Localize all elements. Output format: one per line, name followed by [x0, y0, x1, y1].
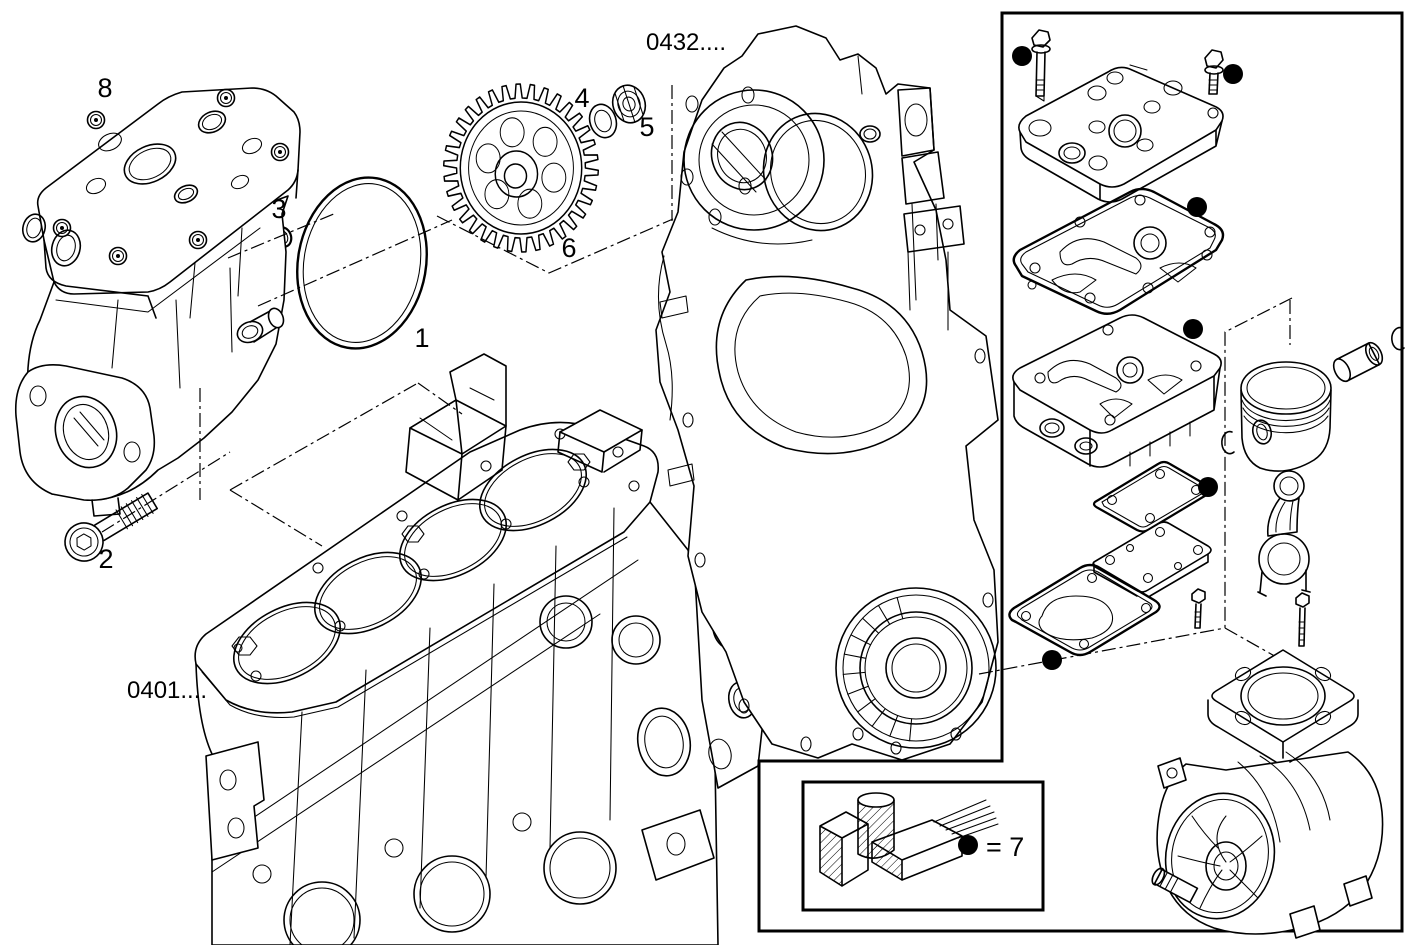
kit-circlip-right — [1391, 326, 1405, 351]
timing-gear-case-drawing — [655, 25, 999, 761]
kit-marker-dot — [1187, 197, 1207, 217]
head-ports — [85, 110, 263, 204]
case-upper-opening — [762, 112, 874, 232]
drive-gear[interactable] — [442, 83, 600, 253]
callout-1[interactable]: 1 — [414, 323, 429, 353]
kit-head-gasket — [1012, 187, 1225, 315]
kit-marker-dot — [1183, 319, 1203, 339]
kit-crankcase — [1151, 649, 1384, 939]
crank-hub-fan — [842, 596, 913, 742]
legend-text: = 7 — [986, 832, 1024, 862]
kit-valve-plate — [1012, 314, 1222, 468]
gear-teeth — [442, 83, 600, 253]
deck-holes — [231, 428, 640, 682]
callout-5[interactable]: 5 — [639, 112, 654, 142]
kit-connecting-rod — [1257, 470, 1311, 597]
block-foot — [205, 741, 265, 861]
kit-bolt-short — [1204, 49, 1224, 95]
gear-nut[interactable] — [608, 81, 650, 127]
construction-lines — [101, 85, 1311, 677]
block-liner-arcs — [252, 812, 617, 945]
gasket-kit-packages — [819, 792, 999, 887]
kit-piston — [1240, 361, 1332, 472]
seal-ring[interactable] — [284, 167, 440, 359]
callout-4[interactable]: 4 — [574, 83, 589, 113]
outlet-stub — [236, 307, 285, 344]
head-screws — [52, 88, 290, 266]
crank-opening — [835, 587, 997, 755]
legend-border — [801, 780, 1045, 912]
kit-small-bolts — [1191, 588, 1310, 647]
kit-cover-plate — [1092, 521, 1212, 597]
side-ports — [21, 213, 82, 267]
callout-3[interactable]: 3 — [271, 194, 286, 224]
air-compressor[interactable] — [14, 87, 301, 517]
case-middle-window — [715, 275, 928, 455]
case-top-lugs — [857, 55, 965, 331]
kit-marker-dot — [1042, 650, 1062, 670]
service-kit-panel — [757, 11, 1405, 939]
legend-marker-dot — [958, 835, 978, 855]
kit-markers — [1012, 46, 1243, 670]
callout-labels: 8 3 1 2 4 5 6 — [97, 73, 654, 574]
kit-marker-dot — [1198, 477, 1218, 497]
engine-block-ref[interactable]: 0401.... — [127, 677, 207, 704]
front-flange — [14, 364, 156, 517]
legend-box: = 7 — [801, 780, 1045, 912]
kit-marker-dot — [1012, 46, 1032, 66]
case-details — [657, 227, 994, 752]
callout-8[interactable]: 8 — [97, 73, 112, 103]
engine-block-drawing — [194, 353, 769, 945]
crankshaft-stub — [1151, 867, 1199, 904]
kit-circlip-left — [1221, 430, 1235, 455]
kit-cylinder-head — [1018, 64, 1224, 203]
panel-border — [757, 11, 1404, 933]
kit-marker-dot — [1223, 64, 1243, 84]
kit-wrist-pin — [1332, 341, 1384, 383]
compressor-flange — [680, 86, 825, 231]
timing-case-ref[interactable]: 0432.... — [646, 29, 726, 56]
kit-bolt-long — [1031, 29, 1051, 102]
block-front-tower — [405, 353, 643, 501]
kit-mid-gasket — [1092, 460, 1213, 533]
kit-bottom-gasket — [1008, 563, 1161, 657]
callout-6[interactable]: 6 — [561, 233, 576, 263]
gear-lightening-holes — [475, 117, 567, 219]
gear-washer[interactable] — [585, 101, 620, 141]
block-ribs — [211, 507, 639, 945]
callout-2[interactable]: 2 — [98, 544, 113, 574]
